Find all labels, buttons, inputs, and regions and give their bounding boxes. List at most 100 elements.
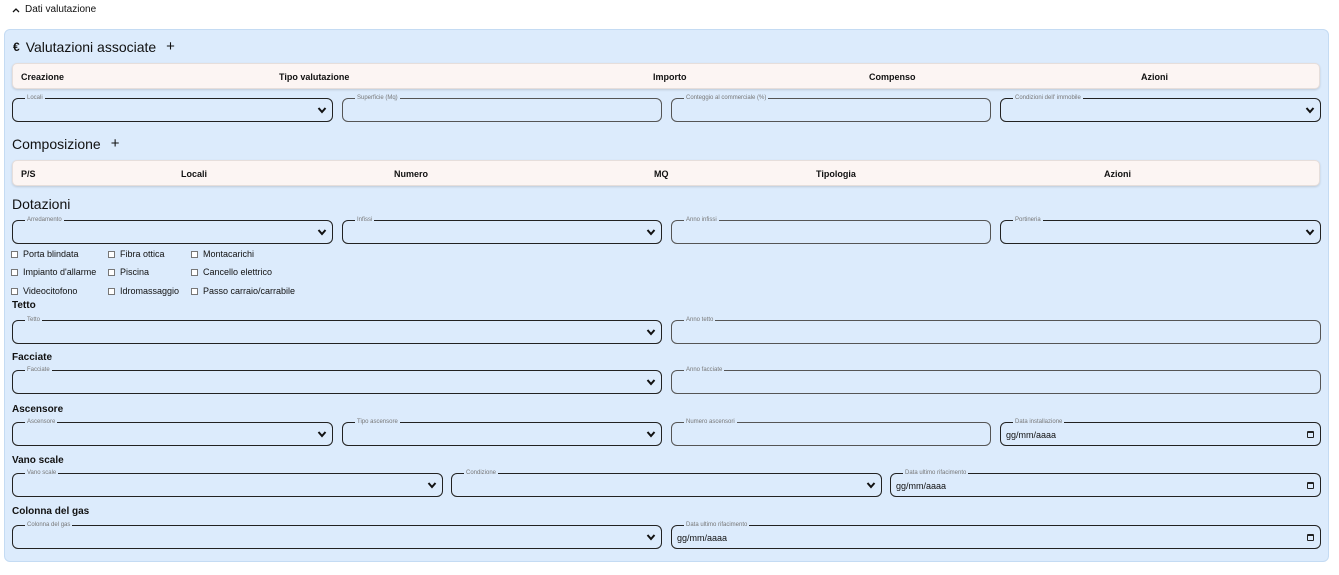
conteggio-commerciale-input[interactable]: Conteggio al commerciale (%) xyxy=(671,93,991,122)
chevron-down-icon xyxy=(646,534,656,541)
colonna-gas-select[interactable]: Colonna del gas xyxy=(12,520,662,549)
field-label: Anno facciate xyxy=(684,365,725,375)
calendar-icon[interactable] xyxy=(1307,431,1314,438)
checkbox-videocitofono[interactable]: Videocitofono xyxy=(11,286,77,296)
composizione-title: Composizione xyxy=(12,135,101,152)
field-label: Anno tetto xyxy=(684,315,716,325)
col-tipo-valutazione: Tipo valutazione xyxy=(279,72,350,82)
checkbox-label: Passo carraio/carrabile xyxy=(203,286,296,296)
checkbox-icon[interactable] xyxy=(11,268,18,276)
checkbox-idromassaggio[interactable]: Idromassaggio xyxy=(108,286,179,296)
checkbox-icon[interactable] xyxy=(108,287,115,295)
checkbox-cancello-elettrico[interactable]: Cancello elettrico xyxy=(191,267,272,277)
tetto-select[interactable]: Tetto xyxy=(12,315,662,344)
colonna-gas-title: Colonna del gas xyxy=(12,506,90,517)
field-label: Locali xyxy=(25,93,45,103)
checkbox-icon[interactable] xyxy=(191,268,198,276)
vano-data-rifacimento-input[interactable]: Data ultimo rifacimento gg/mm/aaaa xyxy=(890,468,1321,497)
chevron-down-icon xyxy=(866,482,876,489)
toggle-label: Dati valutazione xyxy=(25,4,97,15)
numero-ascensori-input[interactable]: Numero ascensori xyxy=(671,417,991,446)
vano-scale-title: Vano scale xyxy=(12,455,64,466)
checkbox-montacarichi[interactable]: Montacarichi xyxy=(191,249,254,259)
superficie-input[interactable]: Superficie (Mq) xyxy=(342,93,662,122)
date-value: gg/mm/aaaa xyxy=(896,481,947,491)
add-composizione-button[interactable]: + xyxy=(110,135,120,152)
euro-icon: € xyxy=(13,39,20,54)
field-label: Superficie (Mq) xyxy=(355,93,400,103)
chevron-up-icon xyxy=(12,7,20,12)
checkbox-icon[interactable] xyxy=(11,250,18,258)
calendar-icon[interactable] xyxy=(1307,534,1314,541)
infissi-select[interactable]: Infissi xyxy=(342,215,662,244)
field-label: Tetto xyxy=(25,315,43,325)
checkbox-passo-carraio[interactable]: Passo carraio/carrabile xyxy=(191,286,295,296)
tipo-ascensore-select[interactable]: Tipo ascensore xyxy=(342,417,662,446)
checkbox-label: Montacarichi xyxy=(203,249,255,259)
field-label: Tipo ascensore xyxy=(355,417,400,427)
chevron-down-icon xyxy=(317,229,327,236)
checkbox-label: Videocitofono xyxy=(23,286,78,296)
chevron-down-icon xyxy=(427,482,437,489)
field-label: Infissi xyxy=(355,215,375,225)
dotazioni-title: Dotazioni xyxy=(12,196,71,212)
checkbox-porta-blindata[interactable]: Porta blindata xyxy=(11,249,79,259)
field-label: Conteggio al commerciale (%) xyxy=(684,93,769,103)
field-label: Arredamento xyxy=(25,215,64,225)
ascensore-title: Ascensore xyxy=(12,404,64,415)
col-ps: P/S xyxy=(21,169,36,179)
field-label: Data ultimo rifacimento xyxy=(903,468,969,478)
tetto-title: Tetto xyxy=(12,300,36,311)
anno-tetto-input[interactable]: Anno tetto xyxy=(671,315,1321,344)
checkbox-icon[interactable] xyxy=(11,287,18,295)
col-mq: MQ xyxy=(654,169,669,179)
col-compenso: Compenso xyxy=(869,72,916,82)
facciate-title: Facciate xyxy=(12,352,53,363)
chevron-down-icon xyxy=(317,431,327,438)
checkbox-label: Impianto d'allarme xyxy=(23,267,97,277)
valutazioni-header: € Valutazioni associate + xyxy=(13,38,175,55)
col-azioni: Azioni xyxy=(1141,72,1168,82)
ascensore-select[interactable]: Ascensore xyxy=(12,417,333,446)
chevron-down-icon xyxy=(317,107,327,114)
portineria-select[interactable]: Portineria xyxy=(1000,215,1321,244)
checkbox-label: Idromassaggio xyxy=(120,286,180,296)
vano-scale-select[interactable]: Vano scale xyxy=(12,468,443,497)
checkbox-icon[interactable] xyxy=(108,268,115,276)
condizione-select[interactable]: Condizione xyxy=(451,468,882,497)
anno-infissi-input[interactable]: Anno infissi xyxy=(671,215,991,244)
locali-select[interactable]: Locali xyxy=(12,93,333,122)
facciate-select[interactable]: Facciate xyxy=(12,365,662,394)
add-valutazione-button[interactable]: + xyxy=(166,38,175,55)
checkbox-fibra-ottica[interactable]: Fibra ottica xyxy=(108,249,165,259)
checkbox-icon[interactable] xyxy=(191,287,198,295)
composizione-table-header: P/S Locali Numero MQ Tipologia Azioni xyxy=(12,160,1320,186)
checkbox-impianto-allarme[interactable]: Impianto d'allarme xyxy=(11,267,96,277)
condizioni-immobile-select[interactable]: Condizioni dell' immobile xyxy=(1000,93,1321,122)
date-value: gg/mm/aaaa xyxy=(1006,430,1057,440)
composizione-header: Composizione + xyxy=(12,135,119,152)
arredamento-select[interactable]: Arredamento xyxy=(12,215,333,244)
field-label: Portineria xyxy=(1013,215,1043,225)
field-label: Numero ascensori xyxy=(684,417,737,427)
chevron-down-icon xyxy=(646,329,656,336)
checkbox-label: Cancello elettrico xyxy=(203,267,273,277)
col-numero: Numero xyxy=(394,169,429,179)
field-label: Facciate xyxy=(25,365,52,375)
chevron-down-icon xyxy=(1305,229,1315,236)
checkbox-piscina[interactable]: Piscina xyxy=(108,267,149,277)
col-importo: Importo xyxy=(653,72,687,82)
col-creazione: Creazione xyxy=(21,72,65,82)
col-azioni: Azioni xyxy=(1104,169,1131,179)
checkbox-icon[interactable] xyxy=(108,250,115,258)
dati-valutazione-toggle[interactable]: Dati valutazione xyxy=(12,4,96,15)
chevron-down-icon xyxy=(646,379,656,386)
calendar-icon[interactable] xyxy=(1307,482,1314,489)
checkbox-label: Porta blindata xyxy=(23,249,79,259)
checkbox-icon[interactable] xyxy=(191,250,198,258)
checkbox-label: Fibra ottica xyxy=(120,249,165,259)
chevron-down-icon xyxy=(646,229,656,236)
anno-facciate-input[interactable]: Anno facciate xyxy=(671,365,1321,394)
